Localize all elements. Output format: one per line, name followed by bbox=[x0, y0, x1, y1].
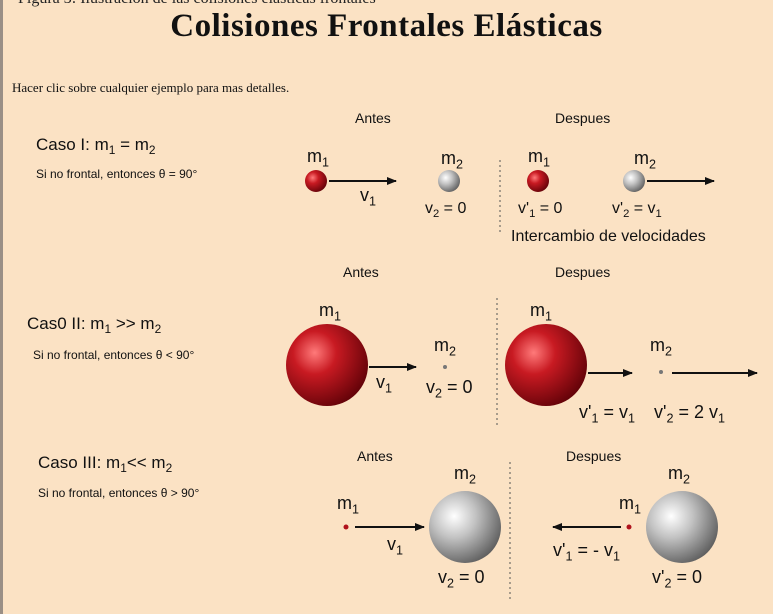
case3-after-m2-ball bbox=[646, 491, 718, 563]
case1-before-m1-label: m1 bbox=[307, 146, 330, 170]
case2-before-v1-label: v1 bbox=[376, 372, 393, 396]
case1-after-m1-ball bbox=[527, 170, 549, 192]
case1-before-v2-label: v2 = 0 bbox=[425, 200, 467, 220]
case3-note: Si no frontal, entonces θ > 90° bbox=[38, 486, 200, 500]
case3-after-header: Despues bbox=[566, 448, 622, 464]
case2-after-m1-ball bbox=[505, 324, 587, 406]
case2-before-m1-label: m1 bbox=[319, 300, 342, 324]
case2-after-m1-label: m1 bbox=[530, 300, 553, 324]
case3-after-v1-label: v'1 = - v1 bbox=[553, 540, 620, 564]
case2-after-v2-label: v'2 = 2 v1 bbox=[654, 402, 725, 426]
case2-after-header: Despues bbox=[555, 264, 611, 280]
case1-before-m2-label: m2 bbox=[441, 148, 464, 172]
case1-caption: Intercambio de velocidades bbox=[511, 228, 706, 245]
case1-before-m1-ball bbox=[305, 170, 327, 192]
case3-before-m1-ball bbox=[343, 524, 349, 530]
case3-before-m2-label: m2 bbox=[454, 463, 477, 487]
case1-after-v2-label: v'2 = v1 bbox=[612, 200, 662, 220]
case1-after-m2-ball bbox=[623, 170, 645, 192]
case1-before-header: Antes bbox=[355, 110, 391, 126]
case1-title: Caso I: m1 = m2 bbox=[36, 135, 156, 158]
case1-after-m1-label: m1 bbox=[528, 146, 551, 170]
case2-before-v2-label: v2 = 0 bbox=[426, 377, 473, 401]
case3-before-m1-label: m1 bbox=[337, 493, 360, 517]
case1-after-header: Despues bbox=[555, 110, 611, 126]
case2-note: Si no frontal, entonces θ < 90° bbox=[33, 348, 195, 362]
case3-after-v2-label: v'2 = 0 bbox=[652, 567, 702, 591]
case2-after-m2-ball bbox=[659, 370, 663, 374]
instruction-text[interactable]: Hacer clic sobre cualquier ejemplo para … bbox=[12, 80, 290, 95]
case2-title: Cas0 II: m1 >> m2 bbox=[27, 314, 162, 337]
page-title: Colisiones Frontales Elásticas bbox=[170, 8, 603, 44]
page-top-text: Figura 3: Ilustración de las colisiones … bbox=[18, 0, 376, 8]
left-border bbox=[0, 0, 3, 614]
case2-before-header: Antes bbox=[343, 264, 379, 280]
case1-before-m2-ball bbox=[438, 170, 460, 192]
case-1-example[interactable]: Caso I: m1 = m2 Si no frontal, entonces … bbox=[0, 110, 773, 260]
case3-after-m1-label: m1 bbox=[619, 493, 642, 517]
case-3-example[interactable]: Caso III: m1<< m2 Si no frontal, entonce… bbox=[0, 440, 773, 612]
case1-after-v1-label: v'1 = 0 bbox=[518, 200, 563, 220]
case1-before-v1-label: v1 bbox=[360, 185, 377, 209]
case3-title: Caso III: m1<< m2 bbox=[38, 453, 173, 476]
case1-note: Si no frontal, entonces θ = 90° bbox=[36, 167, 198, 181]
case2-before-m2-label: m2 bbox=[434, 335, 457, 359]
case3-before-v1-label: v1 bbox=[387, 534, 404, 558]
case3-after-m2-label: m2 bbox=[668, 463, 691, 487]
case3-before-v2-label: v2 = 0 bbox=[438, 567, 485, 591]
case2-after-m2-label: m2 bbox=[650, 335, 673, 359]
case2-before-m1-ball bbox=[286, 324, 368, 406]
case3-before-m2-ball bbox=[429, 491, 501, 563]
case2-after-v1-label: v'1 = v1 bbox=[579, 402, 635, 426]
case1-after-m2-label: m2 bbox=[634, 148, 657, 172]
case-2-example[interactable]: Antes Despues Cas0 II: m1 >> m2 Si no fr… bbox=[0, 264, 773, 440]
case3-before-header: Antes bbox=[357, 448, 393, 464]
case3-after-m1-ball bbox=[626, 524, 632, 530]
case2-before-m2-ball bbox=[443, 365, 447, 369]
